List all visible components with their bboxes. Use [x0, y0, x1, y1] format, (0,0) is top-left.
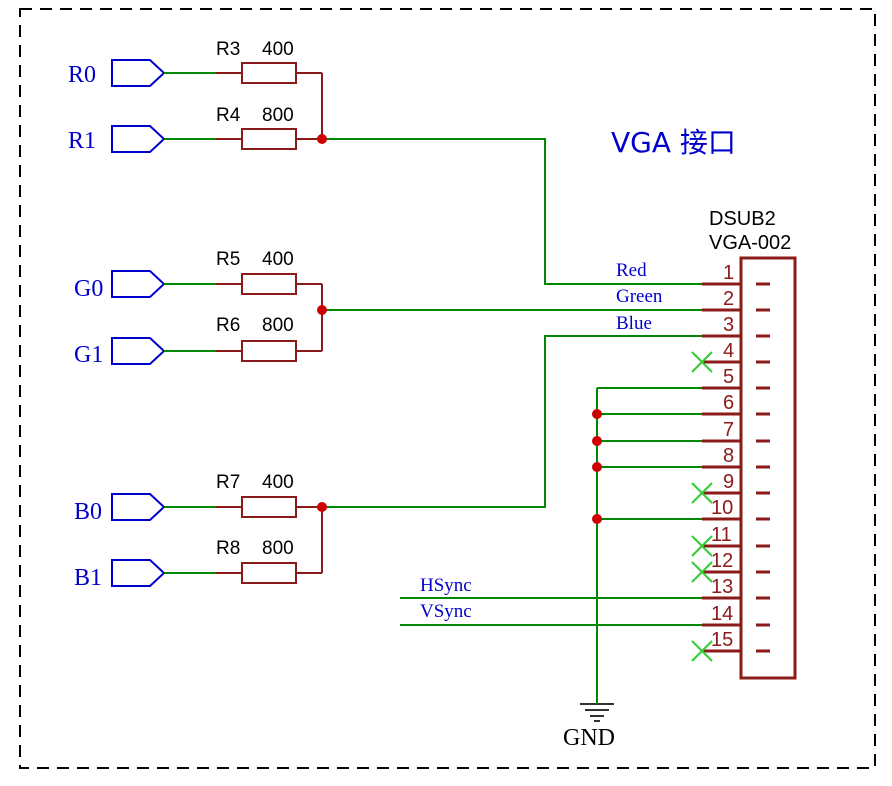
- port-label-g0: G0: [74, 276, 103, 302]
- net-label-green: Green: [616, 286, 663, 307]
- pin-number: 6: [723, 392, 734, 414]
- resistor-r7: R7 400: [216, 472, 322, 518]
- resistor-value-r6: 800: [262, 315, 294, 336]
- net-label-vsync: VSync: [420, 601, 472, 622]
- port-r0: R0: [68, 59, 166, 88]
- no-connect-icon: [691, 640, 713, 662]
- pin-number: 7: [723, 419, 734, 441]
- resistor-r3: R3 400: [216, 39, 322, 84]
- pin-number: 1: [723, 262, 734, 284]
- connector-part: VGA-002: [709, 232, 791, 254]
- sheet-border: [19, 8, 876, 769]
- resistor-r5: R5 400: [216, 249, 322, 295]
- pin-number: 12: [711, 550, 733, 572]
- resistor-ref-r8: R8: [216, 538, 240, 559]
- pin-number: 13: [711, 576, 733, 598]
- port-label-r1: R1: [68, 128, 96, 154]
- resistor-ref-r6: R6: [216, 315, 240, 336]
- junction-dot: [592, 436, 602, 446]
- resistor-value-r3: 400: [262, 39, 294, 60]
- sheet-title: VGA 接口: [611, 126, 736, 159]
- pin-number: 4: [723, 340, 734, 362]
- junction-dot: [317, 502, 327, 512]
- ground-label: GND: [563, 725, 615, 751]
- junction-dot: [592, 409, 602, 419]
- junction-dot: [317, 305, 327, 315]
- port-b1: B1: [74, 559, 166, 591]
- resistor-r6: R6 800: [216, 315, 322, 362]
- pin-number: 14: [711, 603, 733, 625]
- port-g1: G1: [74, 337, 166, 368]
- resistor-ref-r7: R7: [216, 472, 240, 493]
- port-label-b1: B1: [74, 565, 102, 591]
- no-connect-icon: [691, 561, 713, 583]
- pin-number: 5: [723, 366, 734, 388]
- pin-number: 10: [711, 497, 733, 519]
- resistor-ref-r4: R4: [216, 105, 241, 126]
- port-r1: R1: [68, 125, 166, 154]
- junction-dot: [592, 462, 602, 472]
- resistor-ref-r3: R3: [216, 39, 240, 60]
- resistor-value-r5: 400: [262, 249, 294, 270]
- pin-number: 2: [723, 288, 734, 310]
- port-b0: B0: [74, 493, 166, 525]
- connector-designator: DSUB2: [709, 208, 776, 230]
- net-label-hsync: HSync: [420, 575, 472, 596]
- resistor-ref-r5: R5: [216, 249, 240, 270]
- no-connect-icon: [691, 535, 713, 557]
- connector-dsub2: DSUB2 VGA-002 1 2 3: [702, 208, 797, 680]
- net-label-red: Red: [616, 260, 647, 281]
- resistor-value-r7: 400: [262, 472, 294, 493]
- port-g0: G0: [74, 270, 166, 302]
- port-label-g1: G1: [74, 342, 103, 368]
- resistor-r4: R4 800: [216, 105, 322, 150]
- pin-number: 3: [723, 314, 734, 336]
- pin-number: 8: [723, 445, 734, 467]
- resistor-value-r4: 800: [262, 105, 294, 126]
- blue-wire: [322, 335, 720, 508]
- port-label-r0: R0: [68, 62, 96, 88]
- pin-number: 11: [711, 524, 732, 546]
- pin-number: 15: [711, 629, 733, 651]
- net-label-blue: Blue: [616, 313, 652, 334]
- resistor-value-r8: 800: [262, 538, 294, 559]
- port-label-b0: B0: [74, 499, 102, 525]
- junction-dot: [317, 134, 327, 144]
- junction-dot: [592, 514, 602, 524]
- ground-symbol: [580, 688, 614, 722]
- no-connect-icon: [691, 351, 713, 373]
- resistor-r8: R8 800: [216, 538, 322, 584]
- no-connect-icon: [691, 482, 713, 504]
- pin-number: 9: [723, 471, 734, 493]
- red-wire: [322, 138, 720, 285]
